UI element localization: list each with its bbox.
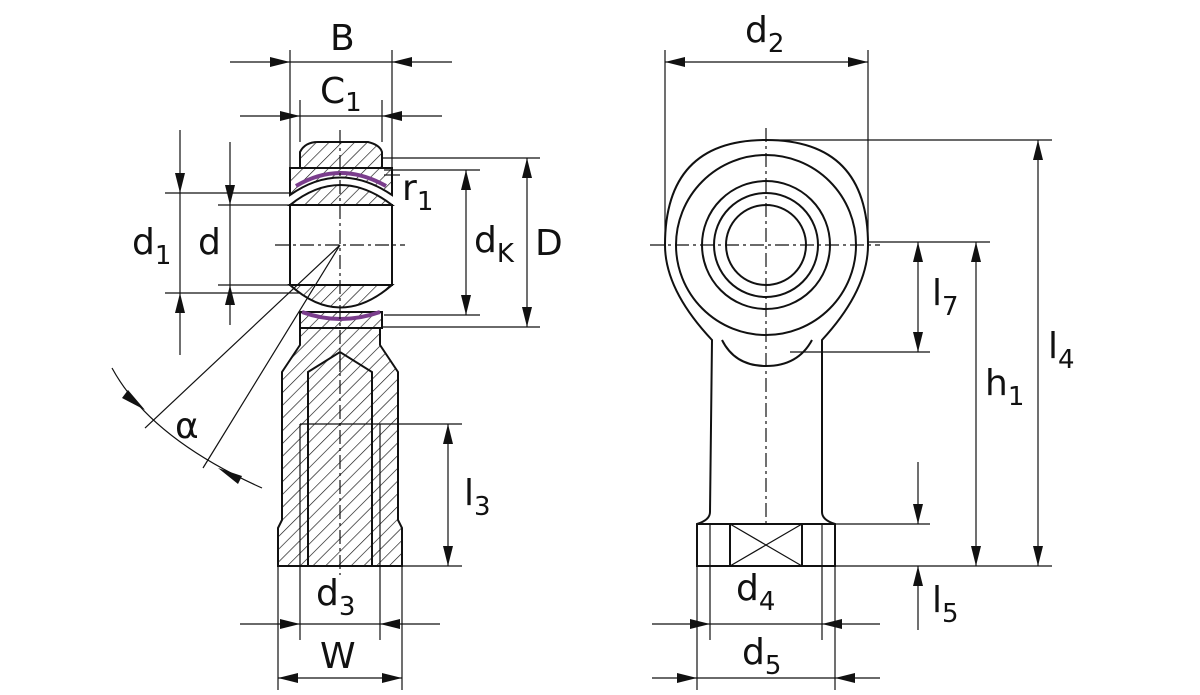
dim-d5-arrow-right bbox=[835, 673, 855, 683]
alpha-ray-1 bbox=[144, 244, 341, 429]
dim-l5-arrow-bottom bbox=[913, 566, 923, 586]
head-neck bbox=[721, 339, 813, 368]
front-view bbox=[650, 50, 1052, 690]
dim-d-arrow-top bbox=[225, 185, 235, 205]
dim-l7-arrow-bottom bbox=[913, 332, 923, 352]
dim-l4-arrow-bottom bbox=[1033, 546, 1043, 566]
dim-dK-arrow-top bbox=[461, 170, 471, 190]
alpha-arrow-2 bbox=[218, 468, 242, 484]
dim-h1-arrow-top bbox=[971, 242, 981, 262]
dim-W-arrow-right bbox=[382, 673, 402, 683]
dim-l7-arrow-top bbox=[913, 242, 923, 262]
hex-cross-2 bbox=[729, 523, 803, 567]
dim-C1-arrow-right bbox=[382, 111, 402, 121]
dim-d-arrow-bottom bbox=[225, 285, 235, 305]
dim-C1-arrow-left bbox=[280, 111, 300, 121]
dim-dK-arrow-bottom bbox=[461, 295, 471, 315]
alpha-ray-2 bbox=[202, 244, 341, 469]
dim-d4-arrow-right bbox=[822, 619, 842, 629]
dim-B-arrow-right bbox=[392, 57, 412, 67]
label-h1: h1 bbox=[985, 363, 1024, 412]
label-r1: r1 bbox=[402, 168, 433, 217]
threaded-bore bbox=[307, 350, 373, 567]
dim-D-arrow-bottom bbox=[522, 307, 532, 327]
label-B: B bbox=[330, 18, 355, 59]
label-d1: d1 bbox=[132, 222, 171, 271]
section-view bbox=[111, 50, 540, 690]
alpha-arrow-1 bbox=[122, 390, 145, 410]
label-d2: d2 bbox=[745, 10, 784, 59]
dimension-labels: B C1 r1 d1 d dK D α l3 d3 W d2 l7 h1 l4 … bbox=[132, 10, 1075, 681]
label-l4: l4 bbox=[1048, 326, 1075, 375]
label-d5: d5 bbox=[742, 632, 781, 681]
label-l5: l5 bbox=[932, 580, 959, 629]
label-l3: l3 bbox=[464, 473, 491, 522]
ball-upper bbox=[287, 184, 395, 206]
dim-d2-arrow-right bbox=[848, 57, 868, 67]
label-C1: C1 bbox=[320, 71, 362, 118]
label-d: d bbox=[198, 222, 221, 263]
label-W: W bbox=[320, 636, 356, 677]
label-l7: l7 bbox=[932, 273, 959, 322]
dim-d3-arrow-left bbox=[280, 619, 300, 629]
dim-l3-arrow-top bbox=[443, 424, 453, 444]
dim-D-arrow-top bbox=[522, 158, 532, 178]
dim-l5-arrow-top bbox=[913, 504, 923, 524]
label-alpha: α bbox=[175, 406, 199, 447]
label-d4: d4 bbox=[736, 568, 775, 617]
dim-W-arrow-left bbox=[278, 673, 298, 683]
dim-d2-arrow-left bbox=[665, 57, 685, 67]
dim-l3-arrow-bottom bbox=[443, 546, 453, 566]
dim-d1-arrow-top bbox=[175, 173, 185, 193]
dim-d4-arrow-left bbox=[690, 619, 710, 629]
dim-h1-arrow-bottom bbox=[971, 546, 981, 566]
dim-d5-arrow-left bbox=[677, 673, 697, 683]
dim-d3-arrow-right bbox=[380, 619, 400, 629]
label-d3: d3 bbox=[316, 573, 355, 622]
label-dK: dK bbox=[474, 220, 515, 269]
housing-upper-section bbox=[299, 141, 383, 169]
dim-d1-arrow-bottom bbox=[175, 293, 185, 313]
dim-l4-arrow-top bbox=[1033, 140, 1043, 160]
dim-B-arrow-left bbox=[270, 57, 290, 67]
label-D: D bbox=[535, 223, 563, 264]
ball-lower bbox=[287, 284, 395, 309]
